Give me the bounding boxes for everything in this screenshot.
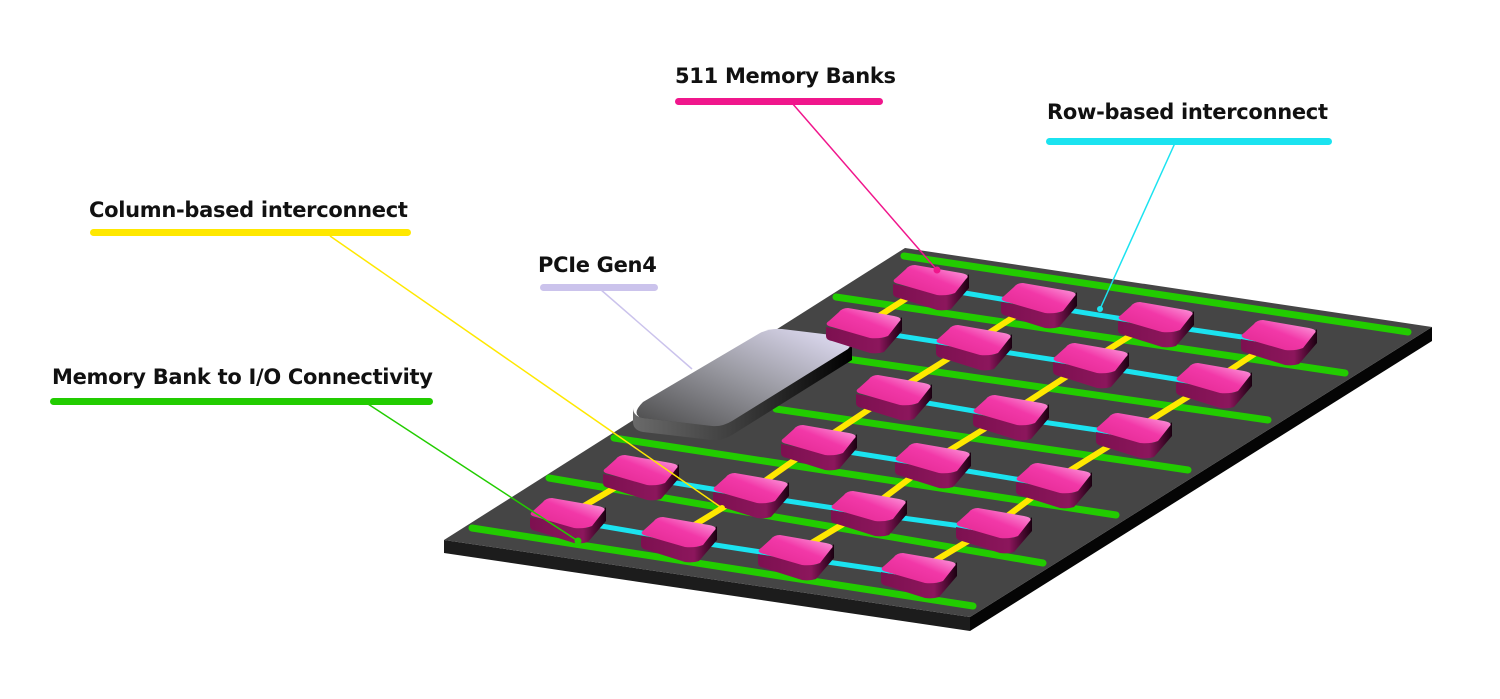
callout-underline-pcie [540,284,658,291]
memory-bank [781,425,857,471]
memory-bank-top [1001,283,1076,314]
memory-bank [1241,320,1317,366]
memory-bank-top [881,553,956,584]
board-front-side [444,540,970,631]
io-line [610,434,1120,519]
memory-bank-top [956,508,1031,539]
memory-bank-top [1053,343,1128,374]
memory-bank [895,443,971,489]
memory-bank-top [1096,413,1171,444]
callout-label-row-interconnect: Row-based interconnect [1047,100,1328,124]
leader-dot-io-connectivity [574,537,582,545]
callout-label-column-interconnect: Column-based interconnect [89,198,408,222]
leader-dot-memory-banks [933,266,941,274]
memory-bank-top [603,455,678,486]
callout-label-pcie: PCIe Gen4 [538,253,657,277]
callout-label-io-connectivity: Memory Bank to I/O Connectivity [52,365,433,389]
memory-bank [1176,363,1252,409]
memory-bank-top [936,325,1011,356]
memory-bank-top [1176,363,1251,394]
memory-bank-top [781,425,856,456]
memory-bank [758,535,834,581]
callout-underline-row-interconnect [1046,138,1332,145]
leader-dot-row-interconnect [1097,306,1103,312]
memory-bank [603,455,679,501]
leader-row-interconnect [1099,142,1176,310]
memory-bank [831,491,907,537]
io-line [900,252,1412,336]
memory-bank-top [758,535,833,566]
memory-bank-top [893,265,968,296]
memory-bank-top [973,395,1048,426]
io-line [832,293,1349,377]
leader-dot-column-interconnect [719,505,725,511]
callout-underline-io-connectivity [50,398,433,405]
memory-bank-top [895,443,970,474]
memory-bank [1096,413,1172,459]
memory-bank [1016,463,1092,509]
memory-bank-top [1118,302,1193,333]
memory-bank-top [1241,320,1316,351]
memory-bank [530,498,606,544]
memory-bank [893,265,969,311]
callout-underline-column-interconnect [90,229,411,236]
memory-bank [936,325,1012,371]
memory-bank [856,375,932,421]
pcie-block-side [633,346,852,441]
leader-io-connectivity [367,403,579,542]
memory-bank [713,473,789,519]
memory-bank-top [713,473,788,504]
leader-memory-banks [791,102,938,271]
memory-bank-top [1016,463,1091,494]
memory-bank-top [826,308,901,339]
pcie-block [633,328,852,441]
io-line [802,349,1272,424]
board-right-side [970,327,1432,631]
memory-bank-top [641,517,716,548]
callout-label-memory-banks: 511 Memory Banks [675,64,896,88]
memory-bank [881,553,957,599]
leader-column-interconnect [329,235,723,509]
memory-banks [530,265,1317,599]
pcie-block-top [636,328,851,427]
leader-pcie [599,288,693,370]
memory-bank [956,508,1032,554]
io-line [468,524,977,610]
memory-bank-top [530,498,605,529]
callout-underline-memory-banks [675,98,883,105]
io-line [772,405,1192,474]
memory-bank [1118,302,1194,348]
memory-bank-top [831,491,906,522]
memory-bank [826,308,902,354]
memory-bank [1053,343,1129,389]
callout-leaders [329,102,1176,545]
memory-bank [641,517,717,563]
memory-bank-top [856,375,931,406]
memory-bank [1001,283,1077,329]
memory-bank [973,395,1049,441]
